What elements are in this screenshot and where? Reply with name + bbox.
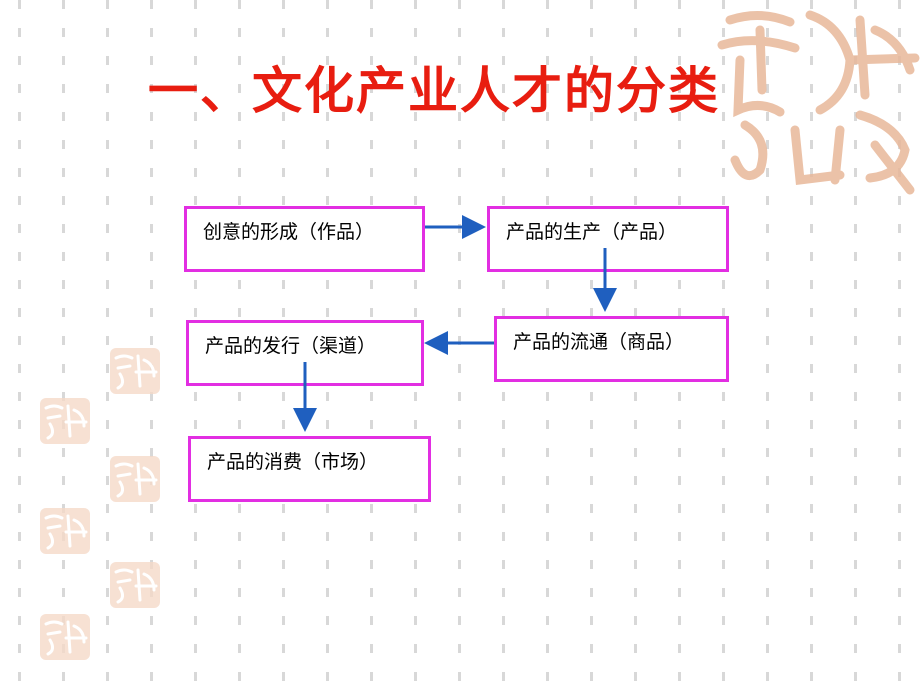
flow-node-creation: 创意的形成（作品） <box>184 206 425 272</box>
small-seal-stamp-icon <box>110 562 160 608</box>
background-dash-line <box>150 0 153 690</box>
flow-node-circulation: 产品的流通（商品） <box>494 316 729 382</box>
background-dash-line <box>898 0 901 690</box>
small-seal-stamp-icon <box>110 348 160 394</box>
flow-node-production: 产品的生产（产品） <box>487 206 729 272</box>
background-dash-line <box>106 0 109 690</box>
small-seal-stamp-icon <box>40 398 90 444</box>
small-seal-stamp-icon <box>40 614 90 660</box>
background-dash-line <box>62 0 65 690</box>
small-seal-stamp-icon <box>110 456 160 502</box>
flow-node-consumption: 产品的消费（市场） <box>188 436 431 502</box>
slide-title: 一、文化产业人才的分类 <box>148 62 720 120</box>
background-dash-line <box>854 0 857 690</box>
small-seal-stamp-icon <box>40 508 90 554</box>
background-dash-line <box>458 0 461 690</box>
background-dash-line <box>810 0 813 690</box>
background-dash-line <box>766 0 769 690</box>
background-dash-line <box>18 0 21 690</box>
calligraphy-seal-icon <box>717 10 920 195</box>
